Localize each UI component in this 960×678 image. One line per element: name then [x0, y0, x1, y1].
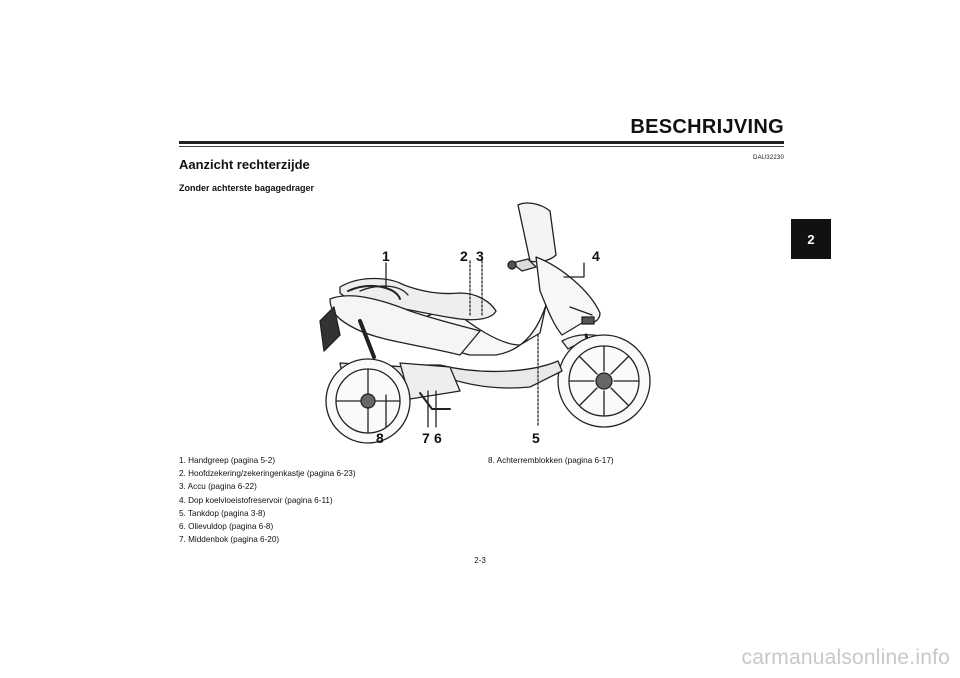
callout-3: 3 — [476, 248, 484, 264]
legend-list-left: 1. Handgreep (pagina 5-2) 2. Hoofdzekeri… — [179, 454, 356, 546]
legend-item: 5. Tankdop (pagina 3-8) — [179, 508, 266, 518]
watermark-link[interactable]: carmanualsonline.info — [741, 646, 950, 669]
legend-item: 2. Hoofdzekering/zekeringenkastje (pagin… — [179, 469, 356, 479]
legend-list-right: 8. Achterremblokken (pagina 6-17) — [488, 454, 614, 467]
callout-7: 7 — [422, 430, 430, 446]
page-number: 2-3 — [474, 556, 486, 565]
page-header-title: BESCHRIJVING — [630, 116, 784, 138]
section-title: Aanzicht rechterzijde — [179, 157, 310, 172]
section-subtitle: Zonder achterste bagagedrager — [179, 183, 315, 193]
callout-4: 4 — [592, 248, 600, 264]
callout-1: 1 — [382, 248, 390, 264]
header-rule — [179, 141, 784, 144]
legend-item: 1. Handgreep (pagina 5-2) — [179, 456, 276, 465]
callout-2: 2 — [460, 248, 468, 264]
legend-item: 4. Dop koelvloeistofreservoir (pagina 6-… — [179, 495, 333, 505]
chapter-tab[interactable]: 2 — [791, 219, 831, 259]
header-rule-thin — [179, 146, 784, 147]
scooter-illustration: 1 2 3 4 5 6 7 8 — [319, 202, 651, 446]
legend-item: 6. Olievuldop (pagina 6-8) — [179, 522, 274, 532]
legend-item: 8. Achterremblokken (pagina 6-17) — [488, 456, 614, 465]
legend-item: 3. Accu (pagina 6-22) — [179, 482, 257, 492]
callout-8: 8 — [376, 430, 384, 446]
legend-item: 7. Middenbok (pagina 6-20) — [179, 535, 280, 545]
doc-code: DAU32230 — [753, 155, 784, 161]
callout-6: 6 — [434, 430, 442, 446]
callout-5: 5 — [532, 430, 540, 446]
